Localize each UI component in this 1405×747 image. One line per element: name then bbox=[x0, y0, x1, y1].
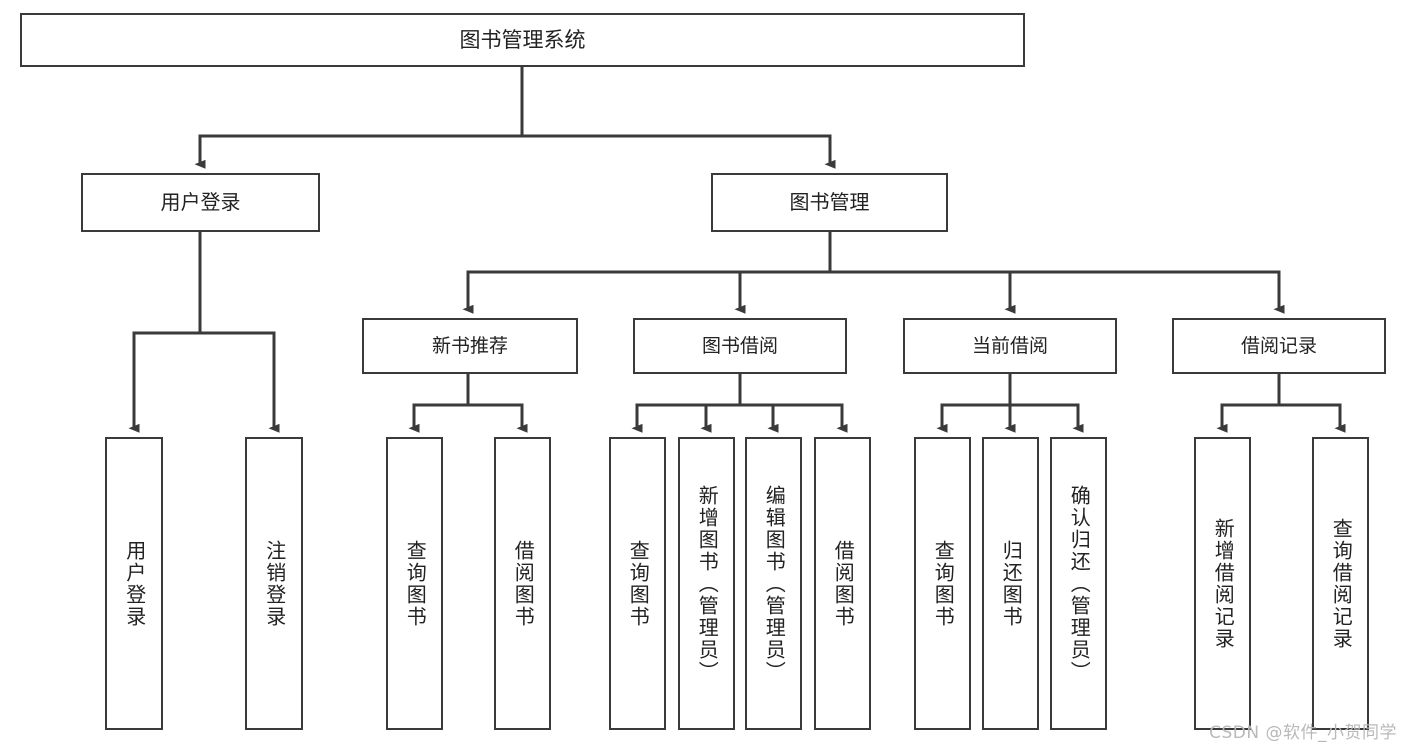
leaf-label: 查询图书 bbox=[626, 539, 651, 628]
node-leaf-add-borrow-record[interactable]: 新增借阅记录 bbox=[1194, 437, 1251, 730]
node-new-book-recommend[interactable]: 新书推荐 bbox=[362, 318, 578, 374]
node-leaf-return-book[interactable]: 归还图书 bbox=[982, 437, 1039, 730]
node-current-borrow[interactable]: 当前借阅 bbox=[903, 318, 1117, 374]
node-leaf-query-borrow-record[interactable]: 查询借阅记录 bbox=[1312, 437, 1369, 730]
node-leaf-logout-login[interactable]: 注销登录 bbox=[245, 437, 303, 730]
node-leaf-edit-book[interactable]: 编辑图书（管理员） bbox=[745, 437, 802, 730]
node-leaf-borrow-book-2[interactable]: 借阅图书 bbox=[814, 437, 871, 730]
leaf-label: 编辑图书（管理员） bbox=[762, 484, 787, 683]
node-root-system[interactable]: 图书管理系统 bbox=[20, 13, 1025, 67]
node-leaf-query-book-1[interactable]: 查询图书 bbox=[386, 437, 443, 730]
leaf-label: 确认归还（管理员） bbox=[1067, 484, 1092, 683]
node-leaf-query-book-2[interactable]: 查询图书 bbox=[609, 437, 666, 730]
leaf-label: 注销登录 bbox=[262, 539, 287, 628]
node-leaf-confirm-return[interactable]: 确认归还（管理员） bbox=[1050, 437, 1107, 730]
csdn-watermark: CSDN @软件_小贺同学 bbox=[1209, 723, 1397, 743]
node-borrow-record[interactable]: 借阅记录 bbox=[1172, 318, 1386, 374]
node-leaf-query-book-3[interactable]: 查询图书 bbox=[914, 437, 971, 730]
leaf-label: 用户登录 bbox=[122, 539, 147, 628]
leaf-label: 借阅图书 bbox=[511, 539, 536, 628]
leaf-label: 新增借阅记录 bbox=[1211, 517, 1236, 650]
node-leaf-add-book[interactable]: 新增图书（管理员） bbox=[678, 437, 735, 730]
leaf-label: 新增图书（管理员） bbox=[695, 484, 720, 683]
node-book-manage[interactable]: 图书管理 bbox=[711, 173, 948, 232]
node-leaf-user-login[interactable]: 用户登录 bbox=[105, 437, 163, 730]
leaf-label: 查询借阅记录 bbox=[1329, 517, 1354, 650]
node-user-login[interactable]: 用户登录 bbox=[81, 173, 320, 232]
leaf-label: 查询图书 bbox=[931, 539, 956, 628]
leaf-label: 查询图书 bbox=[403, 539, 428, 628]
leaf-label: 归还图书 bbox=[999, 539, 1024, 628]
leaf-label: 借阅图书 bbox=[831, 539, 856, 628]
node-leaf-borrow-book-1[interactable]: 借阅图书 bbox=[494, 437, 551, 730]
node-book-borrow[interactable]: 图书借阅 bbox=[633, 318, 847, 374]
